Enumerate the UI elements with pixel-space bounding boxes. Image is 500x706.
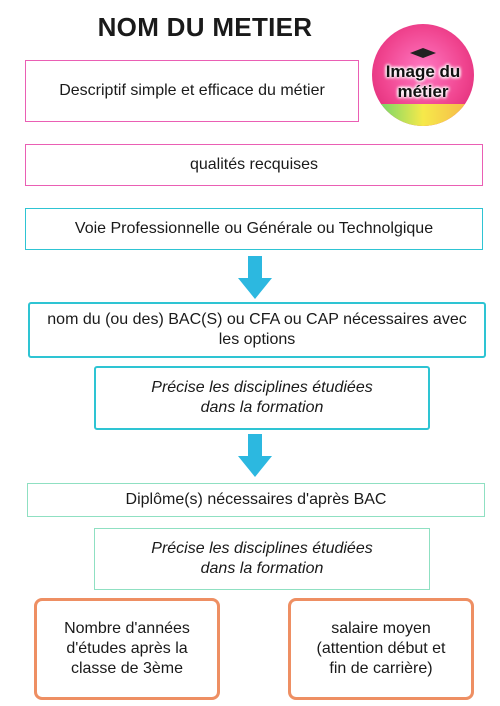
salary-text: salaire moyen (attention début et fin de…	[316, 620, 446, 677]
qualities-text: qualités recquises	[189, 156, 319, 173]
arrow-down-icon	[238, 434, 272, 477]
bac-required-text: nom du (ou des) BAC(S) ou CFA ou CAP néc…	[47, 311, 467, 348]
description-text: Descriptif simple et efficace du métier	[59, 82, 325, 99]
job-image-icon: Image du métier	[372, 24, 474, 126]
image-band	[372, 104, 474, 126]
graduation-cap-icon	[410, 48, 436, 58]
arrow-down-icon	[238, 256, 272, 299]
image-label: Image du métier	[385, 62, 461, 101]
disciplines-box-2: Précise les disciplines étudiées dans la…	[94, 528, 430, 590]
disciplines-text-1: Précise les disciplines étudiées dans la…	[151, 379, 373, 416]
qualities-box: qualités recquises	[25, 144, 483, 186]
salary-box: salaire moyen (attention début et fin de…	[288, 598, 474, 700]
pathway-text: Voie Professionnelle ou Générale ou Tech…	[74, 220, 434, 237]
pathway-box: Voie Professionnelle ou Générale ou Tech…	[25, 208, 483, 250]
page-title: NOM DU METIER	[97, 12, 313, 42]
diplomas-text: Diplôme(s) nécessaires d'après BAC	[125, 491, 387, 508]
diplomas-box: Diplôme(s) nécessaires d'après BAC	[27, 483, 485, 517]
years-of-study-text: Nombre d'années d'études après la classe…	[64, 620, 190, 677]
bac-required-box: nom du (ou des) BAC(S) ou CFA ou CAP néc…	[28, 302, 486, 358]
years-of-study-box: Nombre d'années d'études après la classe…	[34, 598, 220, 700]
disciplines-text-2: Précise les disciplines étudiées dans la…	[151, 540, 373, 577]
description-box: Descriptif simple et efficace du métier	[25, 60, 359, 122]
disciplines-box-1: Précise les disciplines étudiées dans la…	[94, 366, 430, 430]
